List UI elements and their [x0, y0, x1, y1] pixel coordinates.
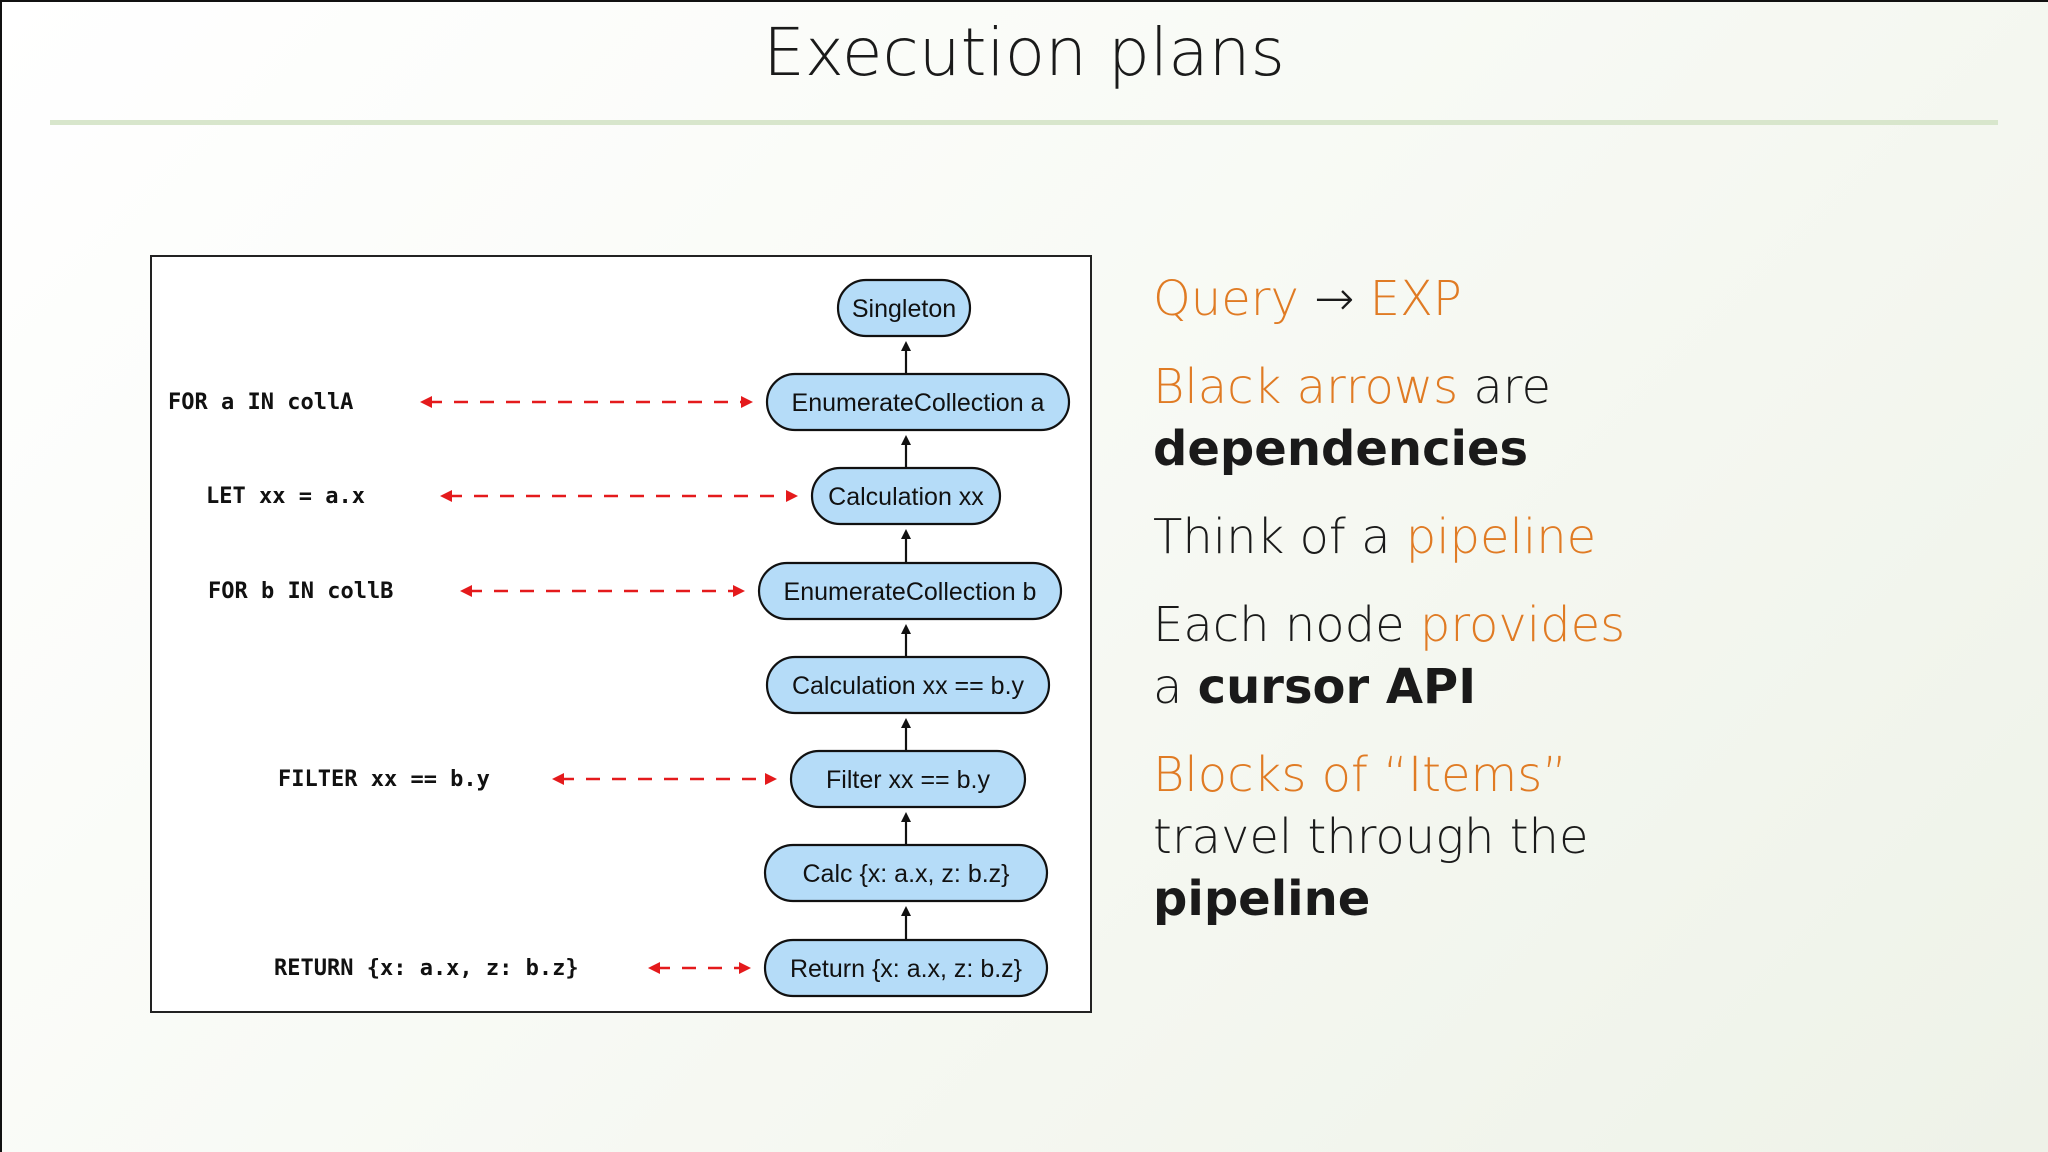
bullet-black-arrows-term: Black arrows — [1153, 359, 1459, 415]
bullet-pipeline: Think of a pipeline — [1153, 506, 1596, 568]
mapping-arrowhead-right — [786, 490, 798, 502]
mapping-arrowhead-right — [733, 585, 745, 597]
plan-node-4 — [765, 655, 1051, 715]
slide-frame-left — [0, 0, 2, 1152]
plan-node-2 — [810, 466, 1002, 526]
query-line: FILTER xx == b.y — [278, 767, 490, 792]
plan-node-label: EnumerateCollection a — [792, 389, 1045, 417]
plan-node-label: Calculation xx — [828, 483, 984, 511]
query-line: FOR a IN collA — [168, 390, 353, 415]
bullet-black-arrows: Black arrows are dependencies — [1153, 356, 1551, 480]
slide-title: Execution plans — [763, 14, 1285, 91]
plan-node-5 — [789, 749, 1027, 809]
plan-node-1 — [765, 372, 1071, 432]
mapping-arrowhead-right — [739, 962, 751, 974]
plan-node-label: EnumerateCollection b — [784, 578, 1037, 606]
bullet-think-text: Think of a — [1153, 509, 1406, 565]
bullet-exp-word: EXP — [1369, 271, 1462, 327]
bullet-query-exp: Query → EXP — [1153, 268, 1462, 330]
bullet-query-word: Query — [1153, 271, 1299, 327]
bullet-pipeline-bold: pipeline — [1153, 871, 1371, 927]
bullet-pipeline-word: pipeline — [1405, 509, 1597, 565]
bullet-provides-word: provides — [1419, 597, 1626, 653]
plan-node-label: Calc {x: a.x, z: b.z} — [802, 860, 1009, 888]
mapping-arrowhead-left — [552, 773, 564, 785]
bullet-dependencies-word: dependencies — [1153, 421, 1529, 477]
mapping-arrowhead-right — [741, 396, 753, 408]
plan-node-7 — [763, 938, 1049, 998]
bullet-blocks-term: Blocks of “Items” — [1153, 747, 1568, 803]
plan-node-label: Return {x: a.x, z: b.z} — [790, 955, 1022, 983]
mapping-arrowhead-left — [460, 585, 472, 597]
slide-frame-top — [0, 0, 2048, 2]
query-line: RETURN {x: a.x, z: b.z} — [274, 956, 579, 981]
query-line: LET xx = a.x — [206, 484, 365, 509]
plan-node-label: Singleton — [852, 295, 956, 323]
bullet-cursor-api: Each node provides a cursor API — [1153, 594, 1625, 718]
plan-node-6 — [763, 843, 1049, 903]
bullet-cursor-api-term: cursor API — [1197, 659, 1477, 715]
bullet-blocks-items: Blocks of “Items” travel through the pip… — [1153, 744, 1588, 930]
title-divider — [50, 120, 1998, 125]
query-line: FOR b IN collB — [208, 579, 393, 604]
right-arrow-icon: → — [1314, 271, 1355, 327]
mapping-arrowhead-left — [648, 962, 660, 974]
bullet-a-text: a — [1153, 659, 1198, 715]
mapping-arrowhead-right — [765, 773, 777, 785]
plan-node-0 — [836, 278, 972, 338]
mapping-arrowhead-left — [440, 490, 452, 502]
bullet-are-text: are — [1458, 359, 1551, 415]
bullet-each-node-text: Each node — [1153, 597, 1420, 653]
plan-node-label: Calculation xx == b.y — [792, 672, 1025, 700]
bullet-travel-text: travel through the — [1153, 809, 1589, 865]
plan-node-label: Filter xx == b.y — [826, 766, 990, 794]
mapping-arrowhead-left — [420, 396, 432, 408]
plan-node-3 — [757, 561, 1063, 621]
